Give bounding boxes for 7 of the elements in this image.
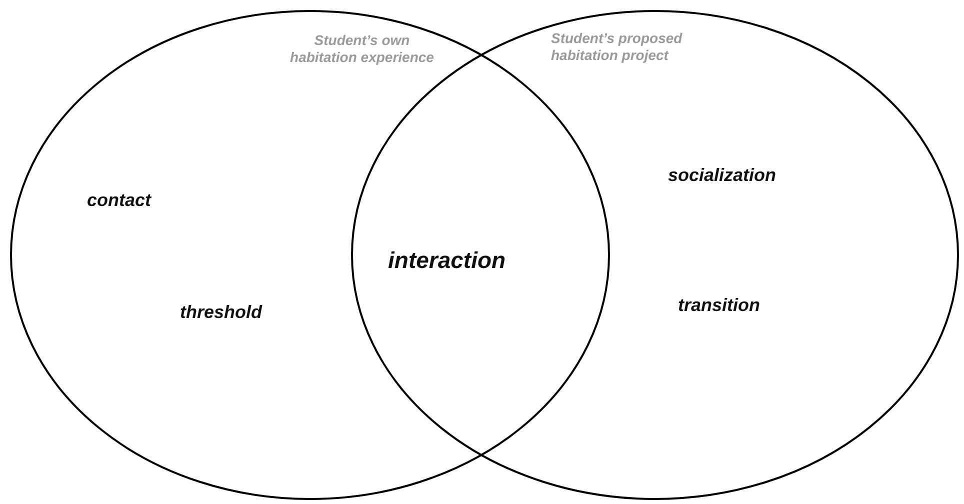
venn-term: transition (678, 295, 760, 316)
venn-term: contact (87, 190, 152, 211)
venn-term: threshold (180, 302, 262, 323)
venn-term: interaction (388, 247, 506, 274)
circle-heading: Student’s proposed habitation project (551, 30, 684, 64)
circle-heading: Student’s own habitation experience (289, 32, 435, 66)
venn-term: socialization (668, 165, 776, 186)
